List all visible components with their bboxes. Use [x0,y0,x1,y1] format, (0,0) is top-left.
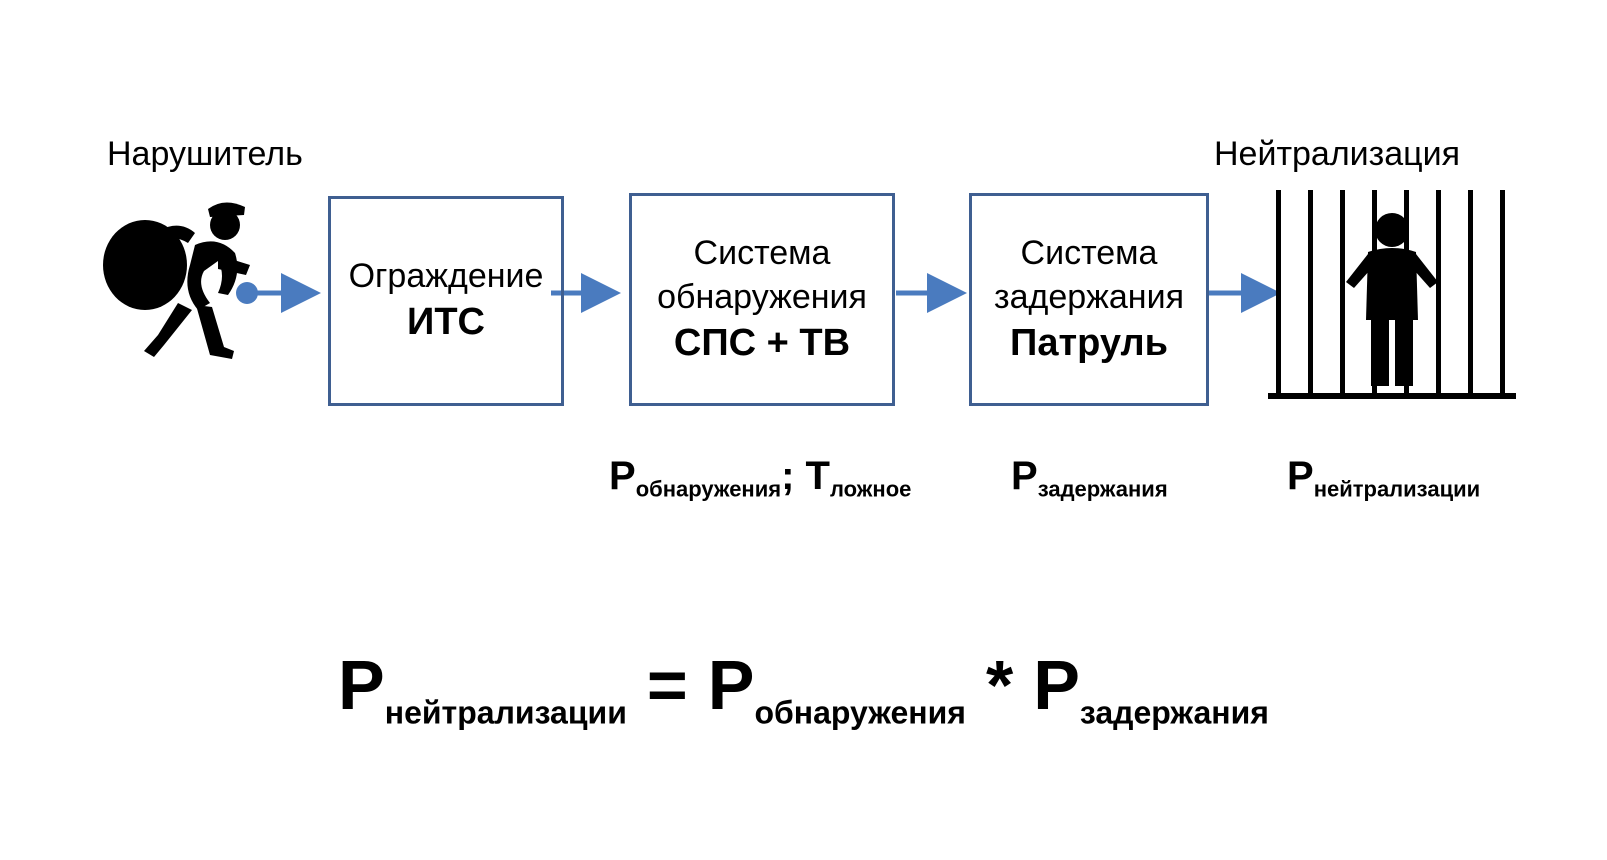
formula-times: * [985,646,1014,724]
formula-lhs-sub: нейтрализации [384,694,627,731]
delay-box-bold: Патруль [1010,321,1168,364]
p-sub: нейтрализации [1313,476,1481,502]
neutralization-label: Нейтрализация [1214,135,1461,173]
fence-box: Ограждение ИТС [328,196,564,406]
start-dot [236,282,258,304]
formula-term1-sub: обнаружения [754,694,966,731]
detection-box-line2: обнаружения [657,277,867,316]
p-symbol: P [1011,454,1038,498]
fence-box-line1: Ограждение [348,257,544,296]
formula-lhs-symbol: P [338,646,385,724]
delay-box-line2: задержания [994,277,1184,316]
formula-term2-sub: задержания [1079,694,1269,731]
detection-box: Система обнаружения СПС + ТВ [629,193,895,406]
detection-box-line1: Система [693,233,831,272]
t-sub: ложное [829,476,912,502]
intruder-label: Нарушитель [107,135,303,173]
formula: Pнейтрализации=Pобнаружения*Pзадержания [0,650,1607,728]
formula-term2-symbol: P [1033,646,1080,724]
t-symbol: T [805,454,830,498]
detection-box-bold: СПС + ТВ [673,321,851,364]
prisoner-behind-bars-icon [1268,190,1516,399]
thief-icon [103,202,250,359]
p-sub: обнаружения [635,476,782,502]
p-symbol: P [609,454,636,498]
detection-probability: Pобнаружения; Tложное [609,456,911,501]
separator: ; [781,454,806,498]
fence-box-bold: ИТС [407,301,485,344]
formula-term1-symbol: P [707,646,755,724]
delay-probability: Pзадержания [1011,456,1168,501]
p-sub: задержания [1037,476,1168,502]
delay-box-line1: Система [1020,233,1158,272]
neutralization-probability: Pнейтрализации [1287,456,1480,501]
delay-box: Система задержания Патруль [969,193,1209,406]
p-symbol: P [1287,454,1314,498]
formula-equals: = [646,646,688,724]
